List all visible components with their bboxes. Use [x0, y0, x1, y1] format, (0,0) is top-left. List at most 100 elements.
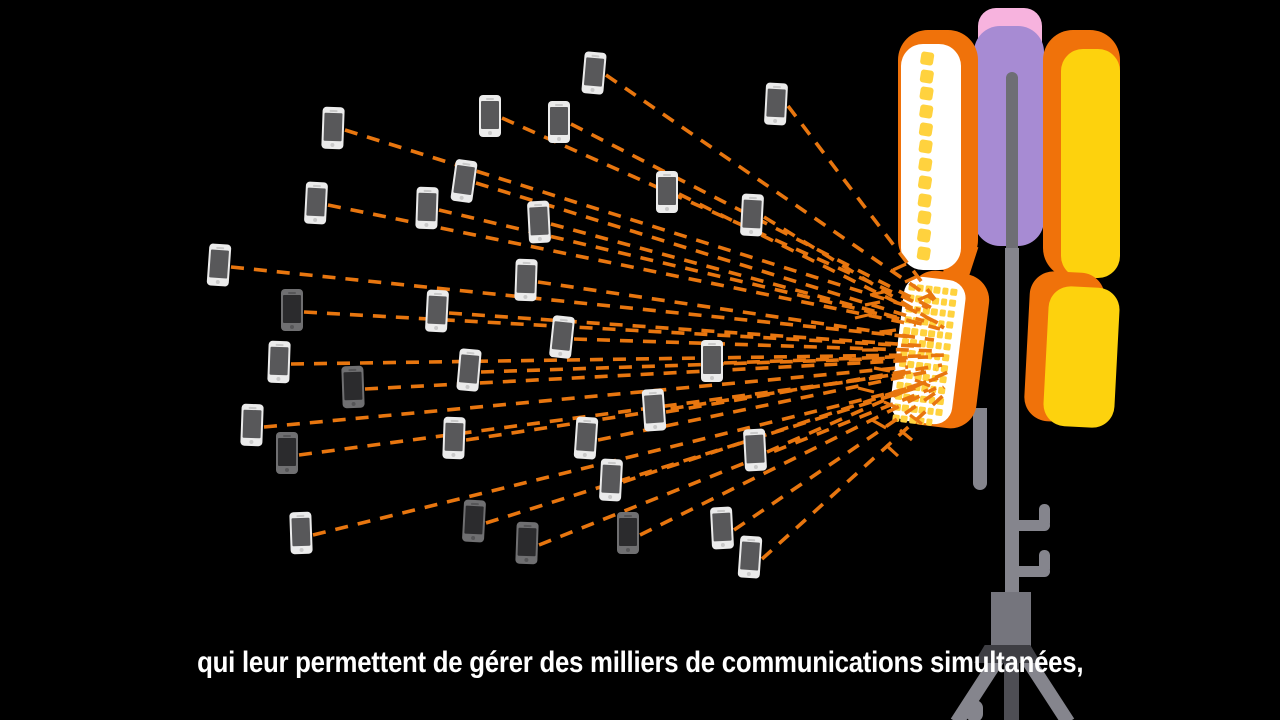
phone-screen	[291, 517, 311, 547]
signal-burst-dash	[864, 300, 881, 307]
phone-home	[746, 571, 751, 577]
phone-home	[749, 229, 754, 235]
phone-screen	[658, 177, 676, 205]
smartphone-icon	[641, 388, 667, 432]
phone-home	[590, 87, 595, 93]
phone-home	[557, 137, 561, 141]
phone-home	[330, 142, 335, 148]
phone-home	[351, 401, 356, 407]
mast-hook-icon	[1039, 550, 1050, 574]
smartphone-icon	[598, 458, 624, 502]
smartphone-icon	[709, 506, 735, 550]
phone-home	[249, 439, 254, 445]
phone-speaker	[216, 246, 225, 249]
signal-link-line	[763, 215, 945, 330]
phone-home	[434, 325, 439, 331]
mast-hook-arm	[1019, 566, 1050, 577]
phone-screen	[427, 295, 447, 325]
phone-home	[290, 325, 294, 329]
signal-burst-dash	[854, 312, 873, 320]
phone-home	[524, 557, 529, 563]
phone-screen	[323, 112, 343, 142]
mast-upper	[1006, 72, 1018, 252]
signal-link-line	[475, 181, 925, 323]
signal-burst-dash	[883, 400, 899, 410]
signal-burst-dash	[869, 289, 889, 297]
phone-speaker	[288, 291, 296, 294]
phone-screen	[444, 422, 464, 452]
phone-screen	[278, 438, 296, 466]
smartphone-icon	[701, 340, 723, 382]
phone-home	[276, 376, 281, 382]
smartphone-icon	[240, 403, 264, 447]
subtitle-text: qui leur permettent de gérer des millier…	[196, 646, 1084, 679]
mast-hook-arm	[1019, 520, 1050, 531]
smartphone-icon	[303, 181, 329, 225]
phone-screen	[529, 206, 549, 236]
smartphone-icon	[456, 348, 482, 392]
phone-home	[299, 547, 304, 553]
phone-screen	[453, 164, 475, 196]
phone-speaker	[559, 318, 568, 322]
smartphone-icon	[548, 314, 576, 360]
smartphone-icon	[526, 200, 552, 244]
signal-burst-dash	[873, 366, 891, 373]
smartphone-icon	[341, 365, 365, 409]
phone-home	[753, 464, 758, 470]
phone-home	[523, 294, 528, 300]
phone-speaker	[450, 419, 459, 422]
signal-link-line	[723, 353, 947, 365]
smartphone-icon	[281, 289, 303, 331]
smartphone-icon	[267, 340, 291, 384]
phone-screen	[343, 371, 363, 401]
smartphone-icon	[515, 521, 539, 565]
smartphone-icon	[656, 171, 678, 213]
smartphone-icon	[573, 416, 599, 460]
phone-screen	[583, 57, 605, 87]
signal-link-line	[760, 391, 948, 561]
signal-link-line	[604, 73, 936, 302]
phone-home	[608, 494, 613, 500]
phone-home	[285, 468, 289, 472]
smartphone-icon	[289, 511, 313, 555]
phone-screen	[742, 199, 762, 229]
phone-home	[471, 535, 476, 541]
smartphone-icon	[461, 499, 487, 543]
smartphone-icon	[581, 51, 607, 95]
phone-speaker	[624, 514, 632, 517]
phone-home	[665, 207, 669, 211]
signal-link-line	[786, 104, 942, 308]
smartphone-icon	[415, 186, 439, 230]
smartphone-icon	[450, 158, 478, 204]
phone-speaker	[466, 351, 475, 354]
phone-speaker	[423, 189, 432, 192]
signal-burst-dash	[898, 428, 914, 442]
antenna-support-pole	[973, 408, 987, 490]
phone-screen	[269, 346, 289, 376]
phone-screen	[551, 321, 573, 351]
phone-home	[465, 384, 470, 390]
signal-burst-dash	[884, 443, 900, 458]
phone-speaker	[583, 419, 592, 422]
phone-home	[710, 376, 714, 380]
phone-speaker	[534, 203, 543, 206]
phone-speaker	[522, 261, 531, 264]
phone-speaker	[296, 514, 305, 517]
smartphone-icon	[442, 416, 466, 460]
signal-link-line	[501, 116, 929, 310]
phone-speaker	[462, 162, 471, 166]
signal-burst-dash	[857, 386, 875, 394]
signal-link-line	[732, 385, 946, 532]
signal-link-line	[537, 280, 935, 342]
junction-box	[991, 592, 1031, 646]
phone-speaker	[470, 502, 479, 505]
phone-screen	[703, 346, 721, 374]
signal-burst-dash	[917, 292, 933, 302]
phone-screen	[643, 394, 664, 424]
phone-speaker	[607, 461, 616, 464]
tripod-leg-center	[1004, 652, 1019, 720]
smartphone-icon	[206, 243, 232, 287]
